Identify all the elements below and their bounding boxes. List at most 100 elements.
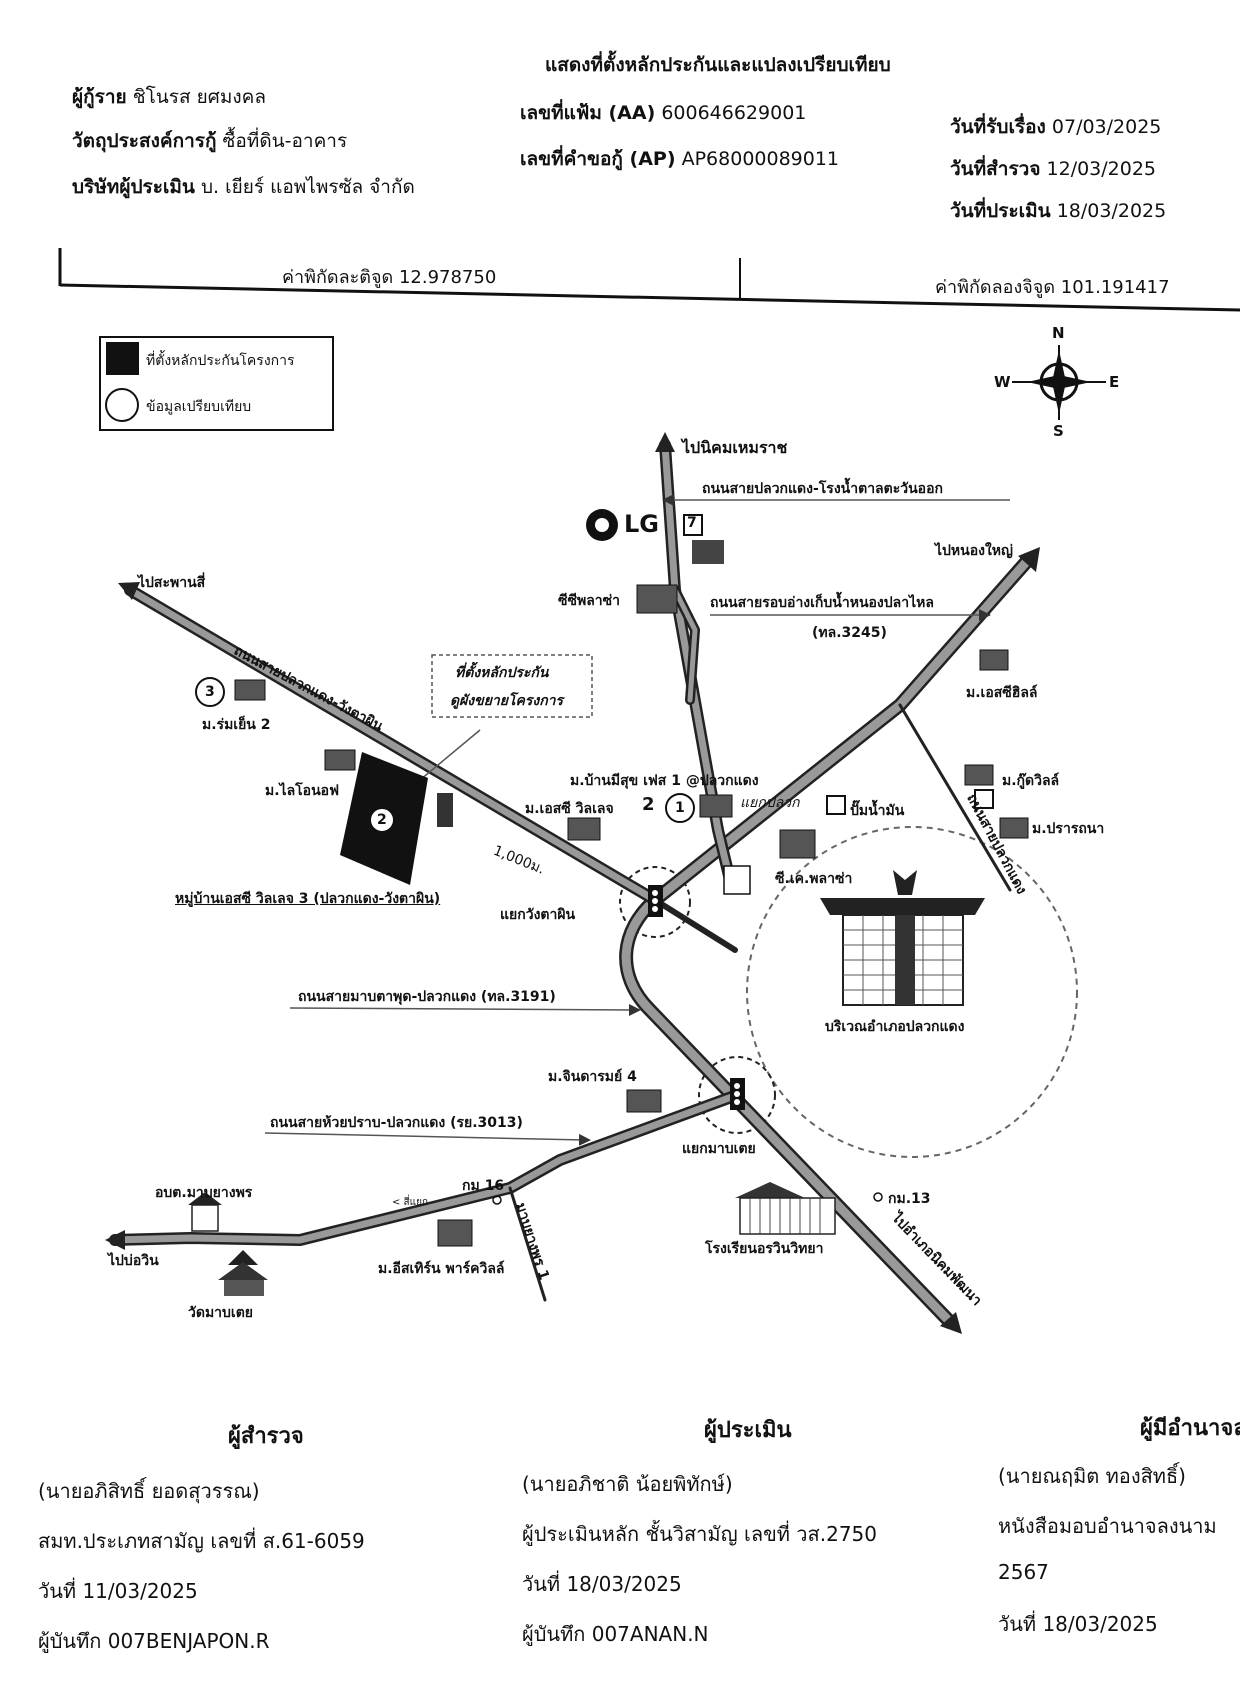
legend-collateral-label: ที่ตั้งหลักประกันโครงการ xyxy=(146,353,295,369)
legend-box xyxy=(99,336,334,431)
obt-office-icon xyxy=(188,1192,222,1232)
page-title: แสดงที่ตั้งหลักประกันและแปลงเปรียบเทียบ xyxy=(545,54,891,76)
file-no-row: เลขที่แฟ้ม (AA) 600646629001 xyxy=(520,98,806,128)
ck-plaza-building-icon xyxy=(779,829,816,859)
label-km13: กม.13 xyxy=(888,1191,931,1207)
survey-date-value: 12/03/2025 xyxy=(1046,158,1157,180)
label-road-reservoir-code: (ทล.3245) xyxy=(812,625,887,641)
intersection-wang-ta-phin-circle xyxy=(619,866,691,938)
borrower-value: ชิโนรส ยศมงคล xyxy=(132,86,266,108)
label-wat: วัดมาบเตย xyxy=(188,1305,254,1321)
appraiser-company-row: บริษัทผู้ประเมิน บ. เยียร์ แอพไพรซัล จำก… xyxy=(72,172,415,202)
appraise-date-value: 18/03/2025 xyxy=(1056,200,1167,222)
label-to-nikhom-hemaraj: ไปนิคมเหมราช xyxy=(682,438,788,457)
authority-year: 2567 xyxy=(998,1560,1049,1584)
label-road-pluak-daeng-sugar: ถนนสายปลวกแดง-โรงน้ำตาลตะวันออก xyxy=(702,481,943,497)
temple-sign-icon xyxy=(723,865,751,895)
borrower-row: ผู้กู้ราย ชิโนรส ยศมงคล xyxy=(72,82,266,112)
label-m-eastern-park: ม.อีสเทิร์น พาร์ควิลล์ xyxy=(378,1261,505,1277)
collateral-site xyxy=(340,752,428,885)
arrow-bo-win-icon xyxy=(105,1230,125,1250)
survey-date-row: วันที่สำรวจ 12/03/2025 xyxy=(950,154,1156,184)
collateral-legend-icon xyxy=(106,342,139,375)
compass-w: W xyxy=(994,373,1011,391)
label-m-good-ville: ม.กู๊ดวิลล์ xyxy=(1002,773,1060,789)
authority-block: ผู้มีอำนาจลงนาม (นายณฤมิต ทองสิทธิ์) หนั… xyxy=(998,1410,1240,1670)
callout-box xyxy=(431,654,593,718)
label-ck-plaza: ซี.เค.พลาซ่า xyxy=(775,871,853,887)
label-m-rom-yen: ม.ร่มเย็น 2 xyxy=(202,717,271,733)
arrow-ne-icon xyxy=(1018,547,1040,572)
traffic-light-icon xyxy=(648,885,663,917)
label-m-prathana: ม.ปรารถนา xyxy=(1032,821,1105,837)
label-village: หมู่บ้านเอสซี วิลเลจ 3 (ปลวกแดง-วังตาผิน… xyxy=(175,891,441,907)
label-to-saphan-si: ไปสะพานสี่ xyxy=(138,575,206,591)
arrow-north-icon xyxy=(655,432,675,452)
shop-icon xyxy=(437,793,453,827)
surveyor-recorder: ผู้บันทึก 007BENJAPON.R xyxy=(38,1629,270,1653)
appraiser-recorder: ผู้บันทึก 007ANAN.N xyxy=(522,1622,709,1646)
authority-doc: หนังสือมอบอำนาจลงนาม xyxy=(998,1514,1217,1538)
marker-1-label: 1 xyxy=(675,800,685,816)
coordinate-bar xyxy=(58,248,1240,312)
house-icon xyxy=(999,817,1029,839)
comparable-1-marker xyxy=(665,793,695,823)
label-lg: LG xyxy=(624,510,659,538)
house-icon xyxy=(437,1219,473,1247)
appraise-date-label: วันที่ประเมิน xyxy=(950,200,1051,222)
label-obt: อบต.มาบยางพร xyxy=(155,1185,253,1201)
borrower-label: ผู้กู้ราย xyxy=(72,86,127,108)
appraiser-license: ผู้ประเมินหลัก ชั้นวิสามัญ เลขที่ วส.275… xyxy=(522,1522,877,1546)
request-no-row: เลขที่คำขอกู้ (AP) AP68000089011 xyxy=(520,144,839,174)
label-num2: 2 xyxy=(642,794,655,815)
compass-n: N xyxy=(1052,324,1065,342)
label-m-lion-of: ม.ไลโอนอฟ xyxy=(265,783,339,799)
gas-station-icon xyxy=(826,795,846,815)
appraiser-date: วันที่ 18/03/2025 xyxy=(522,1572,682,1596)
house-icon xyxy=(626,1089,662,1113)
compass-icon xyxy=(1012,345,1106,420)
label-road-map-ta-phut: ถนนสายมาบตาพุด-ปลวกแดง (ทล.3191) xyxy=(298,989,556,1005)
km16-marker-icon xyxy=(492,1195,502,1205)
authority-date: วันที่ 18/03/2025 xyxy=(998,1612,1158,1636)
callout-line1: ที่ตั้งหลักประกัน xyxy=(455,665,549,681)
arrow-se-icon xyxy=(940,1312,962,1334)
label-to-bo-win: ไปบ่อวิน xyxy=(108,1253,159,1269)
traffic-light-icon xyxy=(730,1078,745,1110)
received-date-label: วันที่รับเรื่อง xyxy=(950,116,1046,138)
appraiser-title: ผู้ประเมิน xyxy=(704,1418,792,1443)
label-yaek: แยกปลวก xyxy=(740,795,800,811)
label-school: โรงเรียนอรวินวิทยา xyxy=(705,1241,824,1257)
house-icon xyxy=(699,794,733,818)
seven-eleven-icon xyxy=(974,789,994,809)
lg-logo-icon xyxy=(586,509,618,541)
legend-comparable-label: ข้อมูลเปรียบเทียบ xyxy=(146,399,252,415)
marker-3-label: 3 xyxy=(205,684,215,700)
marker-2-label: 2 xyxy=(377,812,387,828)
comparable-legend-icon xyxy=(105,388,139,422)
surveyor-title: ผู้สำรวจ xyxy=(228,1424,304,1449)
authority-name: (นายณฤมิต ทองสิทธิ์) xyxy=(998,1464,1186,1488)
cc-plaza-building-icon xyxy=(636,584,678,614)
callout-line2: ดูผังขยายโครงการ xyxy=(450,693,564,709)
house-icon xyxy=(964,764,994,786)
km13-marker-icon xyxy=(873,1192,883,1202)
request-no-value: AP68000089011 xyxy=(681,148,840,170)
purpose-value: ซื้อที่ดิน-อาคาร xyxy=(222,130,348,152)
surveyor-name: (นายอภิสิทธิ์ ยอดสุวรรณ) xyxy=(38,1479,260,1503)
label-m-esc-village: ม.เอสซี วิลเลจ xyxy=(525,801,614,817)
appraise-date-row: วันที่ประเมิน 18/03/2025 xyxy=(950,196,1166,226)
house-icon xyxy=(324,749,356,771)
received-date-row: วันที่รับเรื่อง 07/03/2025 xyxy=(950,112,1161,142)
authority-title: ผู้มีอำนาจลงนาม xyxy=(1140,1416,1240,1441)
received-date-value: 07/03/2025 xyxy=(1051,116,1162,138)
appraiser-company-value: บ. เยียร์ แอพไพรซัล จำกัด xyxy=(200,176,415,198)
label-gas-station: ปั๊มน้ำมัน xyxy=(850,803,905,819)
compass-e: E xyxy=(1109,373,1120,391)
label-yaek-map-toei: แยกมาบเตย xyxy=(682,1141,756,1157)
survey-date-label: วันที่สำรวจ xyxy=(950,158,1041,180)
label-yaek-wang-ta-phin: แยกวังตาผิน xyxy=(500,907,576,923)
compass-s: S xyxy=(1053,422,1064,440)
label-m-jindarom: ม.จินดารมย์ 4 xyxy=(548,1069,637,1085)
